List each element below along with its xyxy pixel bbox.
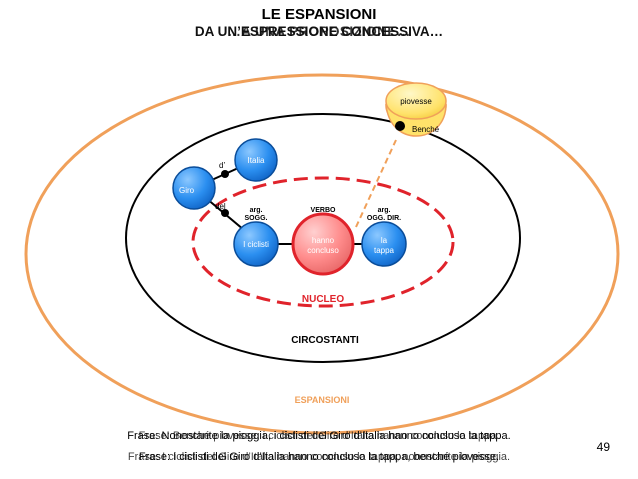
- circostanti-ellipse: [125, 113, 521, 363]
- verbo-node-line2: concluso: [307, 246, 339, 255]
- page-number: 49: [596, 440, 610, 454]
- italia-node: [234, 138, 278, 182]
- benche-label: Benché: [412, 125, 440, 134]
- del-label: del: [215, 202, 226, 211]
- espansioni-ellipse: [24, 73, 620, 435]
- verbo-label: VERBO: [311, 207, 336, 214]
- subtitle-overlay-a: DA UN’ESPRESSIONE CONCESSIVA…: [194, 24, 444, 39]
- giro-node: [172, 166, 216, 210]
- arg-odir-line2: OGG. DIR.: [367, 215, 401, 222]
- giro-label: Giro: [179, 186, 195, 195]
- ciclisti-node: [233, 221, 279, 267]
- d-label: d’: [219, 161, 225, 170]
- tappa-node-line1: la: [381, 236, 388, 245]
- arg-sogg-line2: SOGG.: [245, 215, 268, 222]
- espansioni-label: ESPANSIONI: [295, 395, 350, 405]
- nucleo-label: NUCLEO: [302, 294, 344, 305]
- footer-line-2a: Frase: I ciclisti del Giro d’Italia hann…: [138, 451, 500, 463]
- verbo-node: [291, 212, 355, 276]
- del-dot: [221, 209, 229, 217]
- footer-line-1b: Frase: Benché piovesse, i ciclisti del G…: [138, 430, 500, 442]
- tappa-node-line2: tappa: [374, 246, 395, 255]
- verbo-node-line1: hanno: [312, 236, 335, 245]
- nucleo-ellipse: [191, 176, 455, 308]
- italia-label: Italia: [248, 156, 265, 165]
- circostanti-label: CIRCOSTANTI: [291, 335, 359, 346]
- arg-sogg-line1: arg.: [250, 207, 263, 214]
- arg-odir-line1: arg.: [378, 207, 391, 214]
- tappa-node: [361, 221, 407, 267]
- footer-line-1a: Frase: Nonostante la pioggia, i ciclisti…: [127, 430, 511, 442]
- subtitle-overlay-b: …A UNA PROPOSIZIONE…: [227, 24, 411, 39]
- d-dot: [221, 170, 229, 178]
- footer-line-2b: Frase: I ciclisti del Giro d’Italia hann…: [127, 451, 511, 463]
- page-title: LE ESPANSIONI: [261, 6, 377, 23]
- benche-dot: [395, 121, 405, 131]
- piovesse-label: piovesse: [400, 97, 432, 106]
- concessive-connector: [355, 139, 397, 228]
- ciclisti-label: I ciclisti: [243, 240, 269, 249]
- piovesse-node: [385, 82, 447, 120]
